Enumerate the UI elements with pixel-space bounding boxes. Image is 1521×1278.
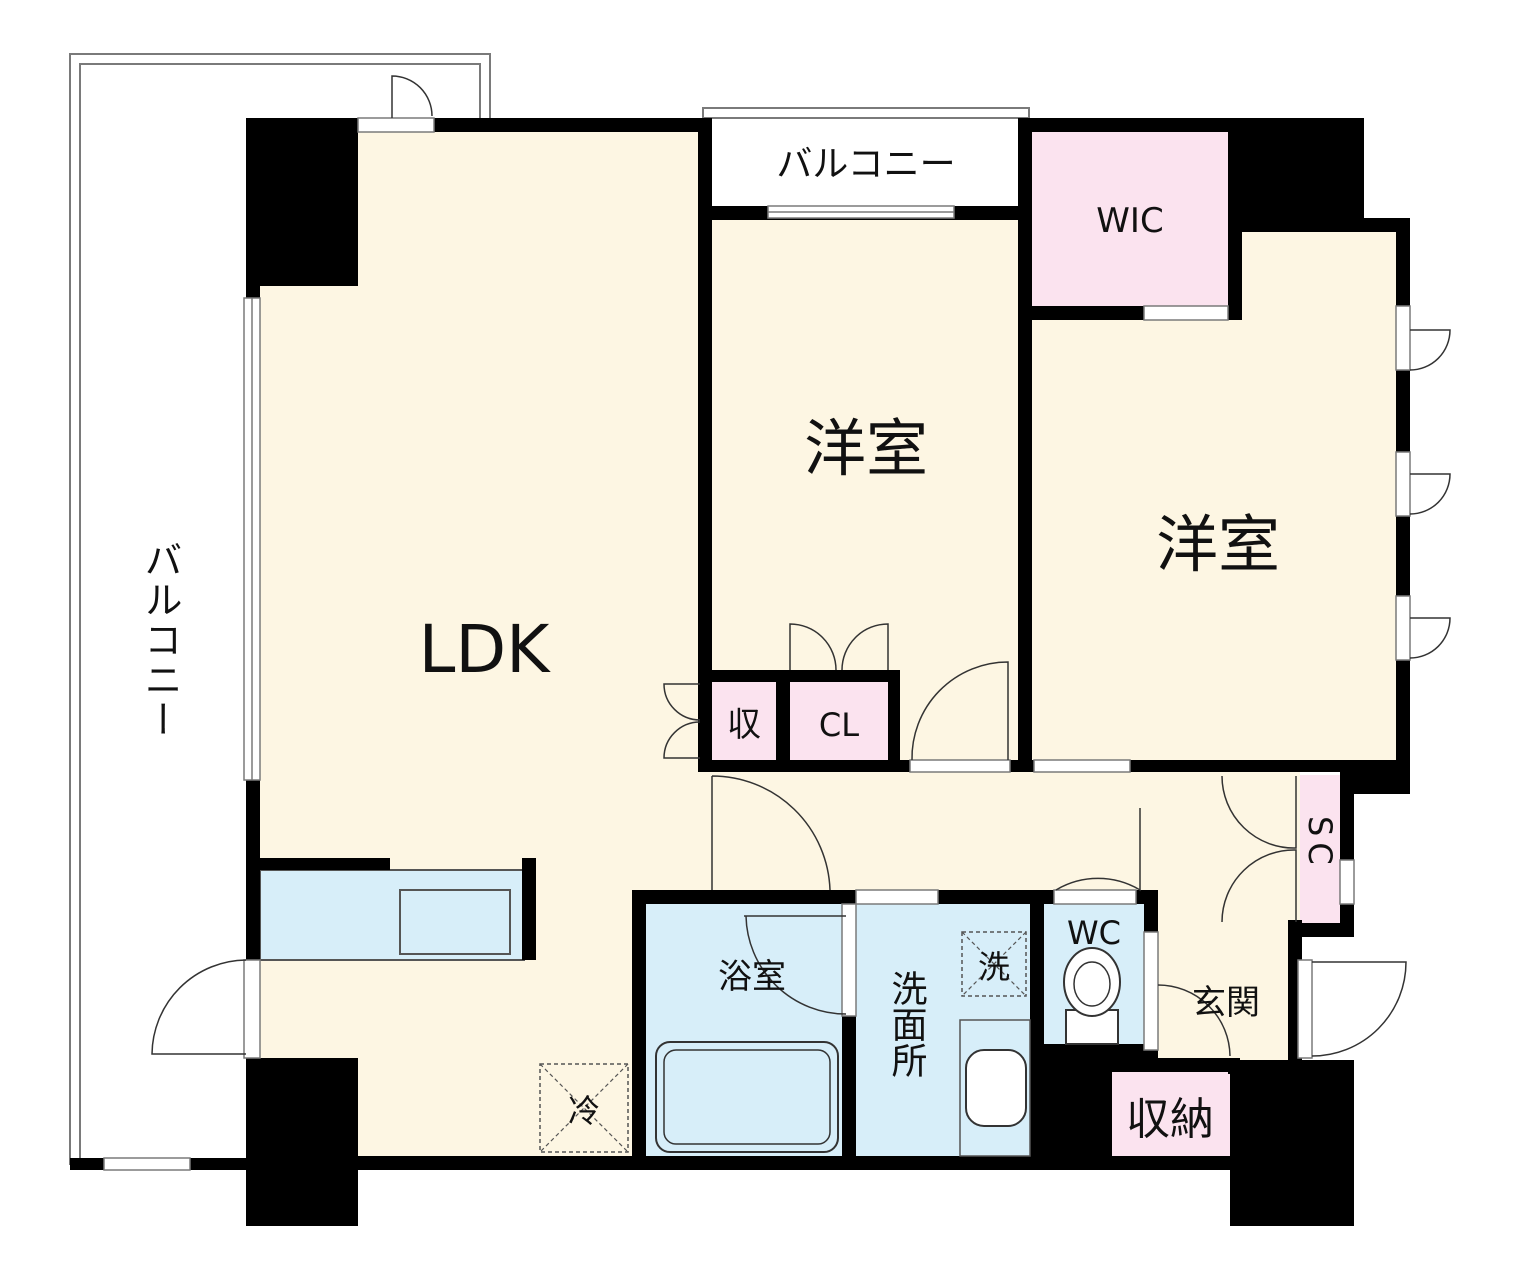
washer-space-icon	[961, 931, 1027, 997]
storage-label: 収納	[1126, 1094, 1214, 1145]
door-ldk-left	[151, 959, 247, 1055]
door-storage-small-b	[663, 721, 701, 759]
door-toilet	[1055, 808, 1141, 892]
balcony-left	[69, 53, 491, 1171]
storage-floor	[1112, 1072, 1230, 1156]
ldk-label: LDK	[419, 611, 552, 688]
closet-label: CL	[819, 706, 859, 744]
windows	[243, 117, 1411, 1059]
balcony-top-label: バルコニー	[776, 144, 955, 185]
balcony-left-label: バルコニー	[138, 540, 182, 740]
western-room-2-label: 洋室	[1156, 508, 1280, 581]
column-top-left	[246, 118, 358, 286]
door-closet-b	[841, 623, 889, 671]
doors	[151, 75, 1451, 1057]
storage-small-label: 収	[727, 705, 761, 745]
fridge-space-icon	[539, 1063, 629, 1153]
room-fills	[258, 128, 1396, 1160]
shoe-closet-floor	[1300, 775, 1340, 923]
shoe-closet-label: SC	[1301, 816, 1339, 871]
door-western1	[911, 661, 1009, 761]
entrance-label: 玄関	[1192, 983, 1260, 1023]
western-room-2-floor	[1032, 230, 1396, 765]
door-balcony	[391, 75, 433, 118]
kitchen-sink	[399, 889, 511, 955]
western-room-1-label: 洋室	[804, 412, 928, 485]
column-top-right	[1228, 118, 1364, 218]
door-entrance-inner	[1157, 984, 1231, 1057]
door-closet-a	[789, 623, 837, 671]
door-sc-top	[1221, 775, 1297, 849]
door-window-r2	[1409, 473, 1451, 515]
hallway-floor	[700, 770, 1300, 892]
door-sc-bottom	[1221, 849, 1297, 923]
door-window-r1	[1409, 329, 1451, 371]
fixtures	[539, 931, 1121, 1157]
wic-label: WIC	[1096, 201, 1163, 241]
closet-floor	[790, 682, 888, 760]
hallway-floor-2	[1155, 890, 1300, 935]
door-hall-ldk	[711, 775, 831, 891]
labels: LDK 洋室 洋室 WIC バルコニー 収 CL 浴室 WC 玄関 収納 洗 冷…	[138, 144, 1339, 1145]
washbasin-icon	[959, 1019, 1031, 1157]
fridge-label: 冷	[568, 1092, 600, 1130]
column-bottom-left	[246, 1058, 358, 1226]
toilet-label: WC	[1067, 914, 1121, 952]
door-bath	[744, 915, 847, 1015]
washer-label: 洗	[978, 948, 1010, 986]
wic-floor	[1032, 130, 1228, 308]
bathtub-icon	[655, 1041, 839, 1153]
toilet-icon	[1063, 947, 1121, 1045]
washroom-label: 洗面所	[886, 970, 927, 1078]
door-storage-small-a	[663, 683, 701, 721]
storage-small-floor	[712, 682, 776, 760]
bathroom-label: 浴室	[718, 957, 786, 997]
door-entrance	[1311, 961, 1407, 1057]
door-window-r3	[1409, 617, 1451, 659]
